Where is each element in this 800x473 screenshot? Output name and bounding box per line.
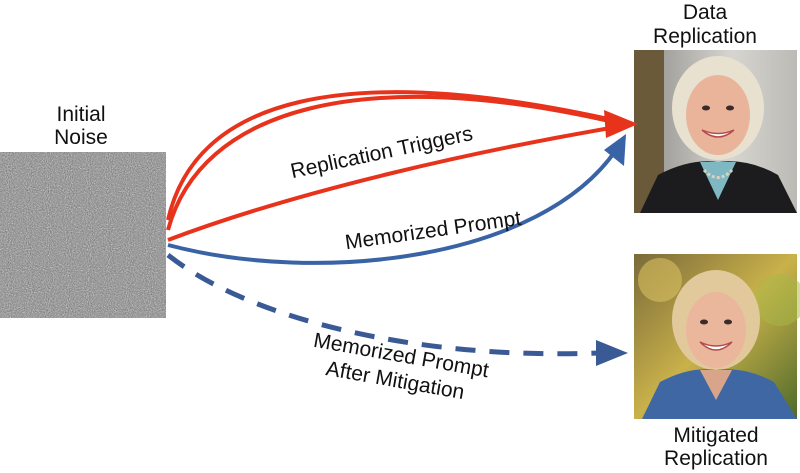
trigger-arrow-3 [167,122,624,242]
memorized-prompt-arrow [167,148,618,265]
portrait-photo-mitigated [634,254,800,419]
mitigated-replication-label-line2: Replication [664,447,768,470]
portrait-photo-replicated [634,50,797,213]
noise-image [0,152,166,318]
mitigated-prompt-arrowhead [596,340,628,366]
mitigated-prompt-arrow [166,253,601,357]
trigger-arrow-2 [166,94,624,231]
initial-noise-label-line1: Initial [56,103,105,126]
data-replication-label-line1: Data [683,1,728,24]
mitigated-replication-label-line1: Mitigated [673,424,758,447]
memorized-prompt-label: Memorized Prompt [344,207,523,254]
trigger-arrowhead [604,110,638,138]
initial-noise-label-line2: Noise [54,126,108,149]
data-replication-label-line2: Replication [653,25,757,48]
memorized-prompt-arrowhead [604,134,626,166]
